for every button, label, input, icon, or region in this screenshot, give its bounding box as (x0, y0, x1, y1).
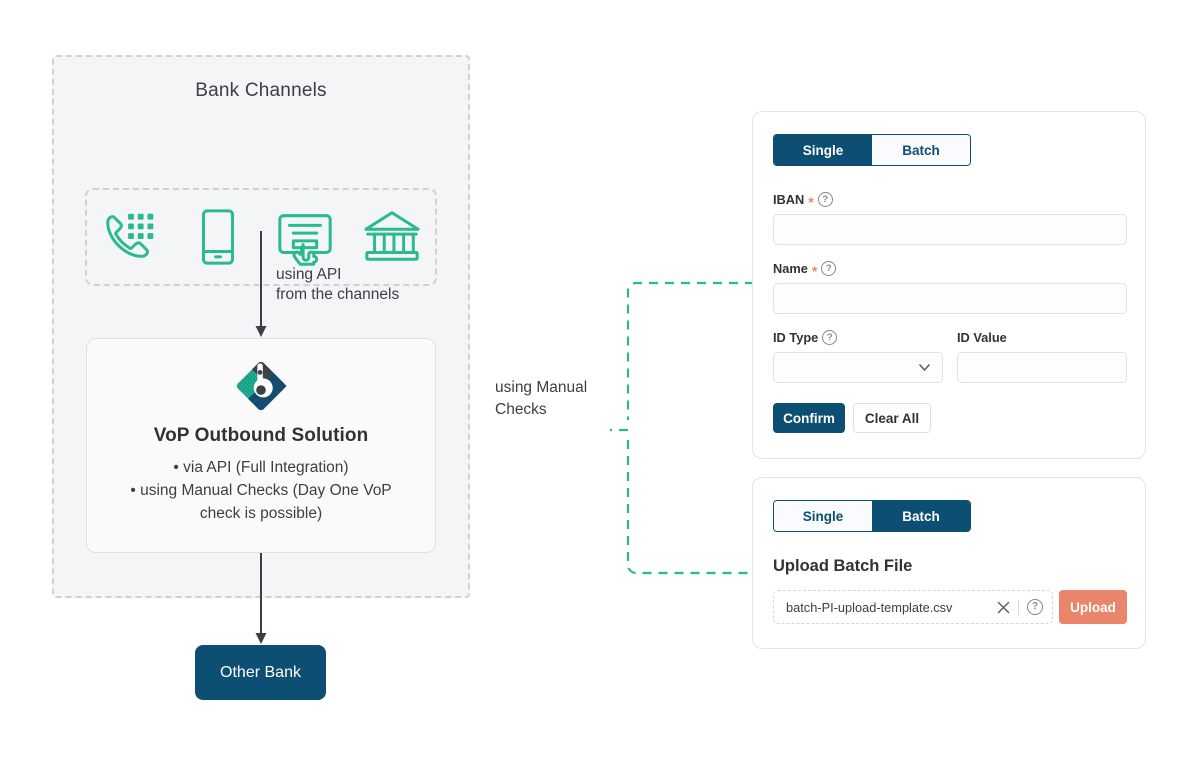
id-type-label: ID Type ? (773, 330, 838, 345)
close-x-icon[interactable] (997, 601, 1010, 614)
api-arrow-label-line1: using API (276, 266, 342, 283)
name-label-text: Name (773, 261, 808, 276)
manual-checks-label-line2: Checks (495, 401, 547, 418)
arrow-channels-to-vop (255, 231, 267, 337)
manual-checks-label: using Manual Checks (495, 377, 625, 421)
iban-label-text: IBAN (773, 192, 805, 207)
file-row-divider (1018, 599, 1019, 615)
name-input[interactable] (773, 283, 1127, 314)
name-help-icon[interactable]: ? (821, 261, 837, 276)
tab-single[interactable]: Single (774, 135, 872, 165)
mobile-phone-icon (201, 209, 234, 265)
upload-batch-file-heading: Upload Batch File (773, 557, 913, 575)
api-arrow-label: using API from the channels (276, 265, 456, 305)
tab-batch[interactable]: Batch (872, 135, 970, 165)
iban-help-icon[interactable]: ? (817, 192, 833, 207)
single-check-card: Single Batch IBAN * ? Name * ? ID Type ? (752, 111, 1146, 459)
iban-label: IBAN * ? (773, 192, 833, 210)
vop-bullet-1: • via API (Full Integration) (173, 459, 349, 476)
confirm-button[interactable]: Confirm (773, 403, 845, 433)
clear-all-button[interactable]: Clear All (853, 403, 931, 433)
vop-card-title: VoP Outbound Solution (153, 425, 369, 446)
iban-required-asterisk: * (808, 193, 814, 210)
batch-card-tabs: Single Batch (773, 500, 971, 532)
upload-button[interactable]: Upload (1059, 590, 1127, 624)
tab-batch-batchcard[interactable]: Batch (872, 501, 970, 531)
vop-bullet-3: check is possible) (199, 505, 323, 522)
id-value-label: ID Value (957, 330, 1007, 345)
id-value-input[interactable] (957, 352, 1127, 383)
vop-card-bullets: • via API (Full Integration) • using Man… (103, 456, 419, 525)
batch-upload-card: Single Batch Upload Batch File batch-PI-… (752, 477, 1146, 649)
single-card-tabs: Single Batch (773, 134, 971, 166)
upload-help-icon[interactable]: ? (1027, 599, 1043, 615)
vop-outbound-solution-card: VoP Outbound Solution • via API (Full In… (86, 338, 436, 553)
online-form-click-icon (277, 214, 332, 266)
id-type-select[interactable] (773, 352, 943, 383)
bank-building-icon (363, 211, 420, 261)
api-arrow-label-line2: from the channels (276, 286, 400, 303)
name-label: Name * ? (773, 261, 837, 279)
selected-file-name: batch-PI-upload-template.csv (786, 599, 953, 615)
id-type-help-icon[interactable]: ? (822, 330, 838, 345)
arrow-vop-to-other-bank (255, 553, 267, 644)
manual-checks-label-line1: using Manual (495, 379, 588, 396)
manual-checks-connector (610, 281, 770, 575)
selected-file-row[interactable]: batch-PI-upload-template.csv ? (773, 590, 1053, 624)
iban-input[interactable] (773, 214, 1127, 245)
vop-diamond-logo (236, 361, 287, 411)
chevron-down-icon (919, 364, 930, 371)
name-required-asterisk: * (811, 262, 818, 279)
bank-channels-title: Bank Channels (195, 80, 327, 101)
vop-bullet-2: • using Manual Checks (Day One VoP (130, 482, 392, 499)
id-value-label-text: ID Value (957, 330, 1007, 345)
tab-single-batchcard[interactable]: Single (774, 501, 872, 531)
other-bank-node: Other Bank (195, 645, 326, 700)
phone-keypad-icon (105, 213, 153, 258)
id-type-label-text: ID Type (773, 330, 819, 345)
